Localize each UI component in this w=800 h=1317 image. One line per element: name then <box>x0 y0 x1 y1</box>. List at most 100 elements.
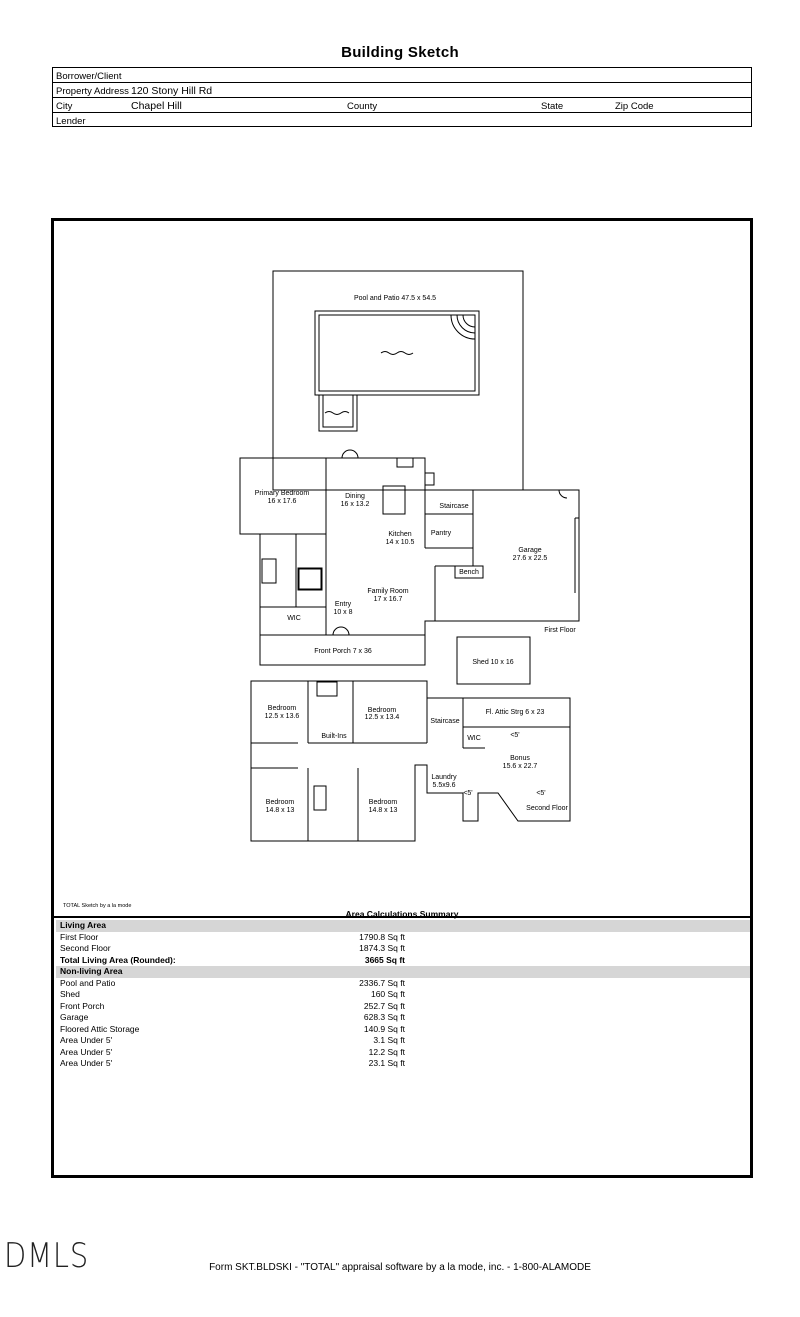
staircase-label: Staircase <box>439 503 468 510</box>
bedroom-d-dim: 14.8 x 13 <box>369 807 398 814</box>
pool-outline <box>314 310 480 396</box>
summary-divider <box>54 916 750 918</box>
tub <box>261 558 277 584</box>
borrower-row: Borrower/Client <box>53 68 751 83</box>
living-area-header-label: Living Area <box>60 920 106 930</box>
bedroom-a-label: Bedroom <box>268 705 297 712</box>
spa-outline <box>318 395 358 432</box>
shed <box>456 636 531 685</box>
summary-row-label: Garage <box>60 1012 89 1022</box>
summary-row: Pool and Patio 2336.7 Sq ft <box>56 978 750 990</box>
summary-row: Floored Attic Storage 140.9 Sq ft <box>56 1024 750 1036</box>
property-address-row: Property Address 120 Stony Hill Rd <box>53 83 751 98</box>
city-value: Chapel Hill <box>131 100 182 112</box>
summary-row: Front Porch 252.7 Sq ft <box>56 1001 750 1013</box>
summary-row-value: 23.1 Sq ft <box>368 1058 405 1068</box>
laundry-label: Laundry <box>431 774 457 781</box>
wic-label: WIC <box>287 615 301 622</box>
bedroom-b-dim: 12.5 x 13.4 <box>365 714 400 721</box>
summary-row-value: 160 Sq ft <box>370 989 405 999</box>
garage-dim: 27.6 x 22.5 <box>513 555 548 562</box>
summary-row-label: Floored Attic Storage <box>60 1023 140 1034</box>
summary-row-value: 12.2 Sq ft <box>368 1046 405 1057</box>
summary-row: Second Floor 1874.3 Sq ft <box>56 943 750 955</box>
kitchen-island <box>382 485 406 515</box>
summary-row-value: 2336.7 Sq ft <box>359 977 405 988</box>
summary-row-value: 1790.8 Sq ft <box>359 931 405 942</box>
family-room-dim: 17 x 16.7 <box>374 596 403 603</box>
primary-bedroom-dim: 16 x 17.6 <box>268 498 297 505</box>
kitchen-dim: 14 x 10.5 <box>386 539 415 546</box>
garage-label: Garage <box>518 547 541 554</box>
summary-row-label: Shed <box>60 989 80 999</box>
summary-row-label: Area Under 5' <box>60 1058 113 1068</box>
front-porch-label: Front Porch 7 x 36 <box>314 648 372 655</box>
bench-label: Bench <box>459 569 479 576</box>
summary-row-label: Area Under 5' <box>60 1035 113 1045</box>
sketch-credit: TOTAL Sketch by a la mode <box>63 903 132 909</box>
primary-bedroom-label: Primary Bedroom <box>255 490 310 497</box>
zip-code-label: Zip Code <box>615 101 654 112</box>
summary-row-label: Second Floor <box>60 943 111 953</box>
shower <box>297 567 323 591</box>
page-title: Building Sketch <box>341 44 459 61</box>
property-address-value: 120 Stony Hill Rd <box>131 85 213 97</box>
shed-label: Shed 10 x 16 <box>472 659 513 666</box>
summary-row-label: Area Under 5' <box>60 1046 113 1057</box>
front-porch <box>259 634 426 666</box>
dmls-logo: DMLS <box>4 1236 90 1276</box>
dining-dim: 16 x 13.2 <box>341 501 370 508</box>
summary-row: Area Under 5' 12.2 Sq ft <box>56 1047 750 1059</box>
laundry-dim: 5.5x9.6 <box>433 782 456 789</box>
summary-row-value: 1874.3 Sq ft <box>359 943 405 953</box>
pool-steps <box>450 314 476 340</box>
summary-row-value: 252.7 Sq ft <box>363 1000 405 1011</box>
water-symbol <box>380 351 414 355</box>
front-door <box>332 626 350 636</box>
city-row: City Chapel Hill County State Zip Code <box>53 98 751 113</box>
pool-patio-outline <box>272 270 524 491</box>
wic2-label: WIC <box>467 735 481 742</box>
garage-entry-door <box>558 489 568 499</box>
summary-row-label: Pool and Patio <box>60 977 116 988</box>
spa-inner <box>322 395 354 428</box>
attic-label: Fl. Attic Strg 6 x 23 <box>486 709 545 716</box>
county-label: County <box>347 101 378 112</box>
bonus-label: Bonus <box>510 755 530 762</box>
bedroom-b-label: Bedroom <box>368 707 397 714</box>
bonus-dim: 15.6 x 22.7 <box>503 763 538 770</box>
total-living-row: Total Living Area (Rounded): 3665 Sq ft <box>56 955 750 967</box>
summary-row: Area Under 5' 23.1 Sq ft <box>56 1058 750 1070</box>
second-floor-label: Second Floor <box>526 805 568 812</box>
under-5-label-a: <5' <box>510 732 519 739</box>
summary-row-label: First Floor <box>60 931 99 942</box>
sink <box>396 457 414 468</box>
entry-dim: 10 x 8 <box>333 609 352 616</box>
pool-inner <box>318 314 476 392</box>
tub-2 <box>313 785 327 811</box>
form-footer: Form SKT.BLDSKI - "TOTAL" appraisal soft… <box>209 1262 591 1273</box>
bedroom-c-dim: 14.8 x 13 <box>266 807 295 814</box>
total-living-label: Total Living Area (Rounded): <box>60 954 176 965</box>
borrower-label: Borrower/Client <box>56 71 122 82</box>
pantry-label: Pantry <box>431 530 452 537</box>
staircase2-label: Staircase <box>430 718 459 725</box>
property-address-label: Property Address <box>56 86 129 97</box>
water-symbol-spa <box>324 411 350 415</box>
kitchen-label: Kitchen <box>388 531 411 538</box>
second-floor-outline <box>250 680 571 842</box>
entry-label: Entry <box>335 601 352 608</box>
built-ins-label: Built-Ins <box>321 733 347 740</box>
family-room-label: Family Room <box>367 588 408 595</box>
nonliving-area-header: Non-living Area <box>56 966 750 978</box>
summary-row: Area Under 5' 3.1 Sq ft <box>56 1035 750 1047</box>
lender-label: Lender <box>56 116 86 127</box>
area-summary-heading: Area Calculations Summary <box>345 909 459 919</box>
bedroom-d-label: Bedroom <box>369 799 398 806</box>
summary-row: First Floor 1790.8 Sq ft <box>56 932 750 944</box>
sketch-frame: Pool and Patio 47.5 x 54.5 Primary Bedro… <box>51 218 753 1178</box>
shower-grid <box>298 568 322 590</box>
fireplace-2 <box>316 681 338 697</box>
total-living-value: 3665 Sq ft <box>364 954 405 965</box>
summary-row-label: Front Porch <box>60 1000 105 1011</box>
